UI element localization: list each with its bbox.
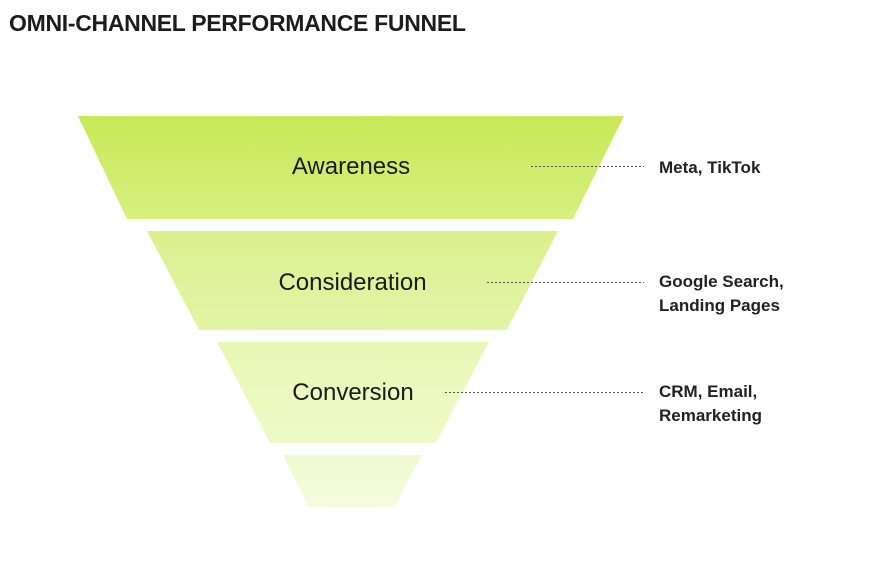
channel-list-consideration: Google Search, Landing Pages [659, 270, 784, 318]
channel-list-awareness: Meta, TikTok [659, 156, 760, 180]
funnel-tier-awareness [78, 116, 624, 219]
channel-text: CRM, Email, [659, 382, 758, 401]
funnel-tier-consideration [147, 231, 558, 330]
funnel-tier-conversion [217, 342, 489, 443]
funnel-tier-bottom [283, 455, 422, 507]
diagram-title: OMNI-CHANNEL PERFORMANCE FUNNEL [9, 10, 466, 36]
channel-text: Landing Pages [659, 296, 780, 315]
channel-list-conversion: CRM, Email, Remarketing [659, 380, 762, 428]
stage-label-consideration: Consideration [278, 269, 426, 296]
channel-text: Remarketing [659, 406, 762, 425]
stage-label-awareness: Awareness [292, 153, 410, 180]
stage-label-conversion: Conversion [292, 379, 413, 406]
channel-text: Meta, TikTok [659, 158, 761, 177]
channel-text: Google Search, [659, 272, 784, 291]
